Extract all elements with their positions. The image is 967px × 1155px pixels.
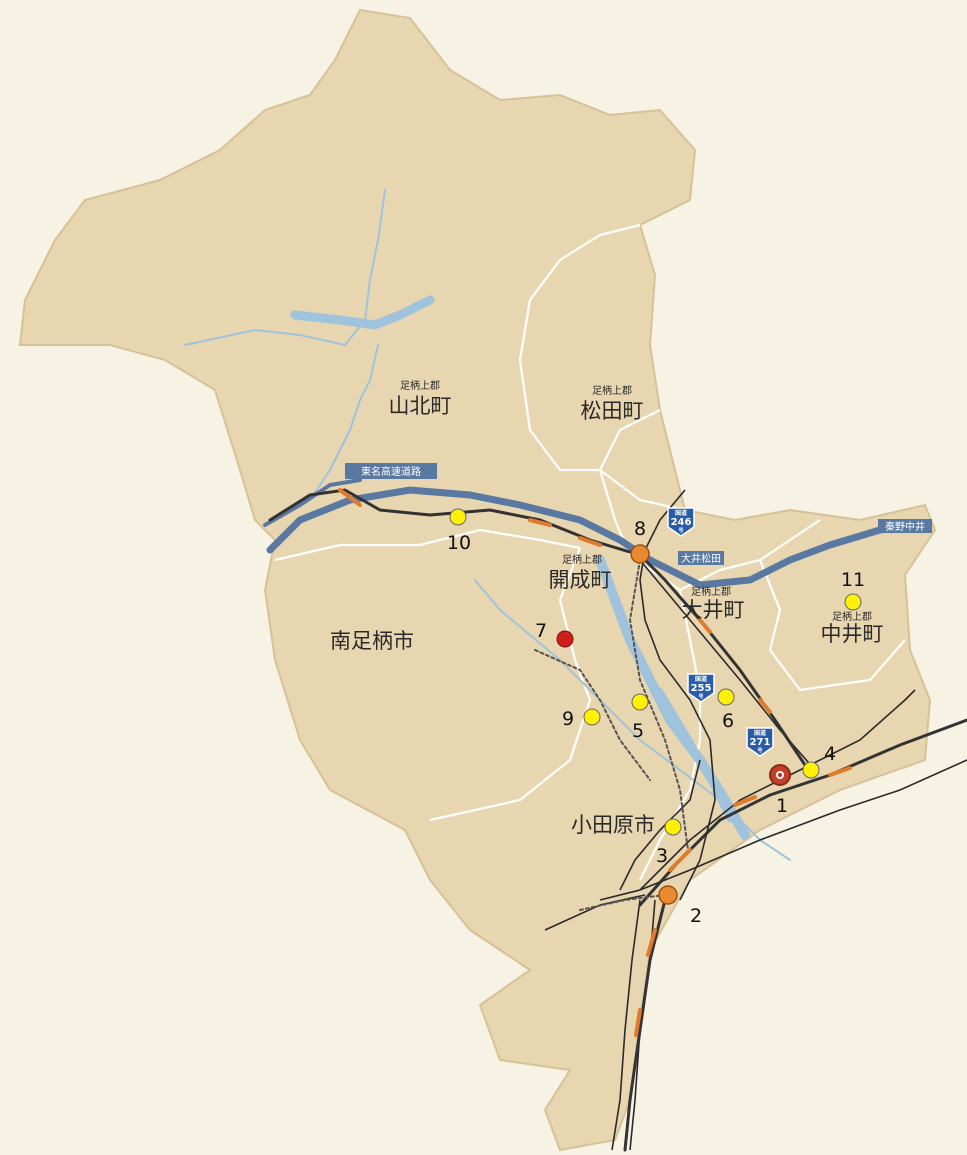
marker-number: 7 — [535, 620, 547, 642]
svg-text:号: 号 — [698, 693, 703, 700]
town-odawara: 小田原市 — [571, 813, 655, 837]
route-shield-246: 国道 246 号 — [667, 507, 695, 537]
town-name: 松田町 — [581, 399, 644, 423]
svg-text:国道: 国道 — [695, 675, 707, 683]
land-area — [18, 8, 937, 1152]
town-name: 大井町 — [682, 598, 745, 622]
ic-ooi-matsuda-text: 大井松田 — [681, 552, 721, 565]
town-minamiashigara: 南足柄市 — [330, 629, 414, 653]
marker-8[interactable]: 8 — [630, 518, 650, 564]
marker-1[interactable]: 1 — [769, 764, 791, 817]
marker-6[interactable]: 6 — [717, 688, 735, 732]
town-nakai: 足柄上郡 中井町 — [821, 610, 884, 646]
town-district: 足柄上郡 — [562, 553, 602, 566]
svg-text:271: 271 — [750, 737, 771, 748]
town-district: 足柄上郡 — [400, 379, 440, 392]
marker-number: 2 — [690, 905, 702, 927]
svg-text:246: 246 — [671, 517, 692, 528]
town-district: 足柄上郡 — [832, 610, 872, 623]
expressway-label: 東名高速道路 — [345, 463, 437, 479]
town-name: 開成町 — [549, 568, 612, 592]
marker-number: 4 — [824, 743, 836, 765]
svg-text:国道: 国道 — [754, 729, 766, 737]
town-ooi: 足柄上郡 大井町 — [682, 585, 745, 622]
marker-number: 9 — [562, 708, 574, 730]
town-yamakita: 足柄上郡 山北町 — [389, 379, 452, 418]
svg-text:国道: 国道 — [675, 509, 687, 517]
expressway-name: 東名高速道路 — [361, 465, 421, 478]
ic-hadano-nakai-text: 秦野中井 — [885, 520, 925, 533]
svg-text:号: 号 — [757, 747, 762, 754]
town-name: 山北町 — [389, 394, 452, 418]
town-kaisei: 足柄上郡 開成町 — [549, 553, 612, 592]
route-shield-271: 国道 271 号 — [746, 727, 774, 757]
svg-text:255: 255 — [691, 683, 712, 694]
marker-number: 6 — [722, 710, 734, 732]
municipal-borders — [274, 223, 906, 881]
marker-11[interactable]: 11 — [841, 569, 865, 611]
ic-label-ooi-matsuda: 大井松田 — [678, 551, 724, 565]
marker-number: 3 — [656, 845, 668, 867]
town-name: 中井町 — [821, 622, 884, 646]
marker-number: 10 — [447, 532, 471, 554]
svg-text:号: 号 — [678, 527, 683, 534]
town-district: 足柄上郡 — [592, 384, 632, 397]
marker-9[interactable]: 9 — [562, 708, 601, 730]
markers: 1 2 3 4 5 6 7 8 — [447, 508, 865, 927]
marker-7[interactable]: 7 — [535, 620, 574, 648]
town-district: 足柄上郡 — [691, 585, 731, 598]
marker-2[interactable]: 2 — [658, 885, 702, 927]
marker-5[interactable]: 5 — [631, 693, 649, 742]
ic-label-hadano-nakai: 秦野中井 — [878, 519, 932, 533]
railways — [268, 488, 967, 1152]
marker-3[interactable]: 3 — [656, 818, 682, 867]
marker-number: 11 — [841, 569, 865, 591]
town-matsuda: 足柄上郡 松田町 — [581, 384, 644, 423]
marker-10[interactable]: 10 — [447, 508, 471, 554]
route-shield-255: 国道 255 号 — [687, 673, 715, 703]
marker-4[interactable]: 4 — [802, 743, 836, 779]
marker-number: 1 — [776, 795, 788, 817]
marker-number: 5 — [632, 720, 644, 742]
marker-number: 8 — [634, 518, 646, 540]
